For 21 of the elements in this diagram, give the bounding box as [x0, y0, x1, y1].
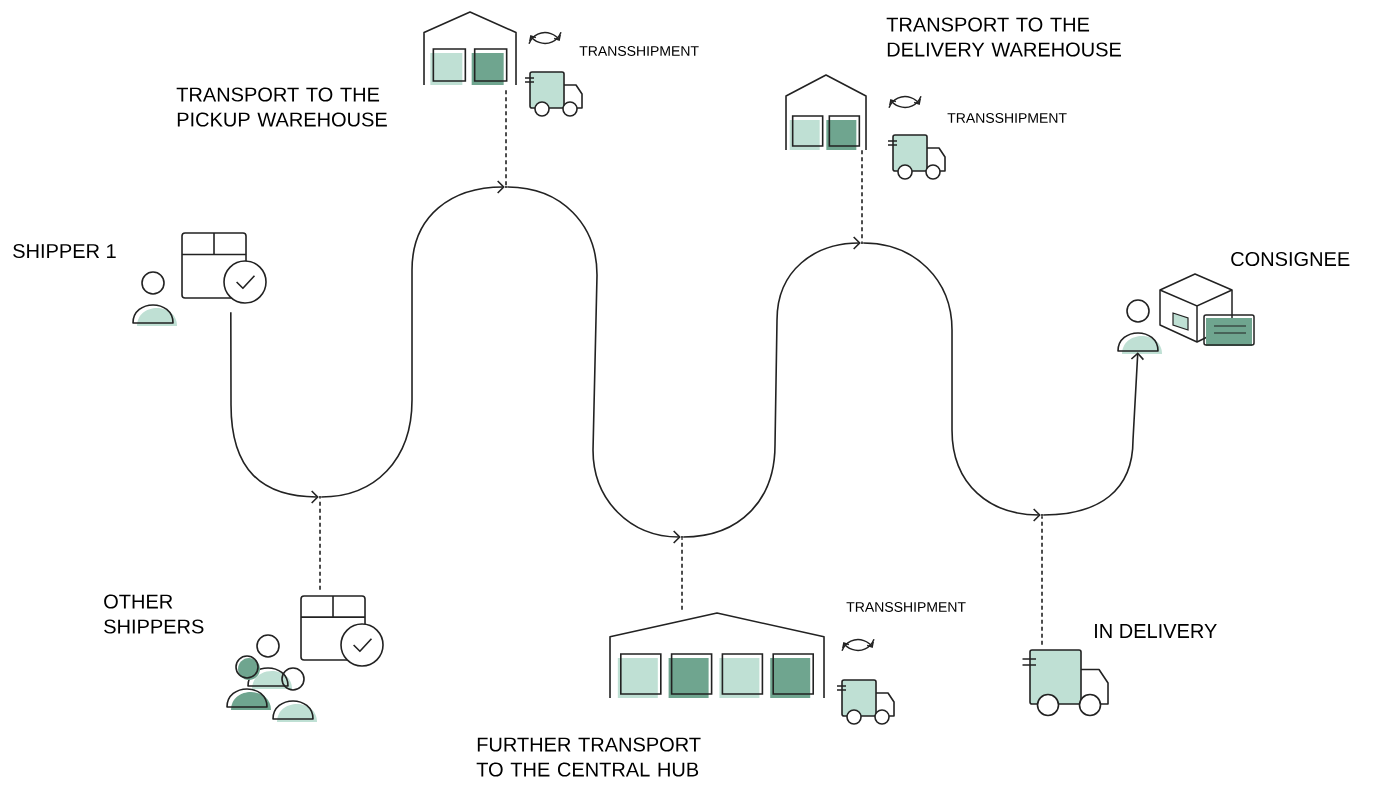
- flow-curve: [230, 311, 319, 504]
- stage-label: TRANSPORT TO THE DELIVERY WAREHOUSE: [886, 17, 1121, 57]
- stage-label: OTHER SHIPPERS: [104, 594, 204, 634]
- flow-curve: [682, 236, 861, 538]
- transshipment-label: TRANSSHIPMENT: [579, 46, 699, 56]
- dashed-connector: [861, 149, 863, 243]
- dashed-connector: [1041, 515, 1043, 646]
- dashed-connector: [505, 89, 507, 187]
- flow-curve: [862, 242, 1041, 522]
- dashed-connector: [681, 537, 683, 611]
- stage-label: FURTHER TRANSPORT TO THE CENTRAL HUB: [476, 737, 701, 777]
- transshipment-label: TRANSSHIPMENT: [947, 113, 1067, 123]
- transshipment-label: TRANSSHIPMENT: [846, 602, 966, 612]
- stage-label: IN DELIVERY: [1095, 624, 1217, 638]
- dashed-connector: [319, 497, 321, 591]
- stage-label: SHIPPER 1: [13, 243, 116, 259]
- flow-curve: [506, 186, 681, 544]
- stage-label: TRANSPORT TO THE PICKUP WAREHOUSE: [176, 87, 387, 127]
- flow-curve: [320, 180, 505, 498]
- flow-curve: [1042, 352, 1145, 516]
- stage-label: CONSIGNEE: [1231, 251, 1350, 267]
